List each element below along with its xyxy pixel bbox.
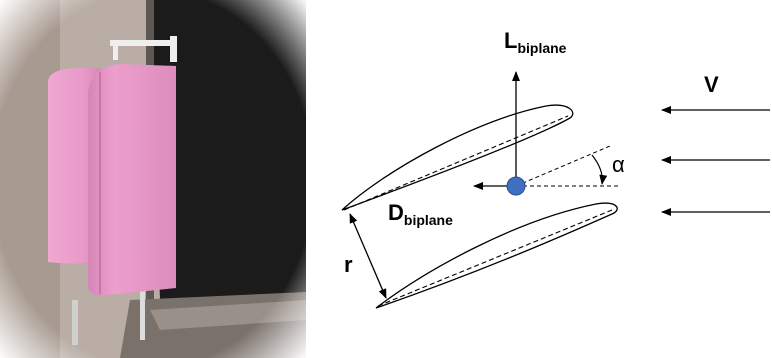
drag-label: Dbiplane xyxy=(388,200,453,228)
upper-chord-line xyxy=(343,115,569,211)
lower-chord-line xyxy=(377,209,613,307)
wind-tunnel-photo xyxy=(0,0,306,358)
angle-label: α xyxy=(612,152,625,177)
angle-arc xyxy=(591,154,608,185)
gap-label: r xyxy=(344,252,353,277)
chord-reference-line xyxy=(515,145,611,187)
pivot-point xyxy=(506,176,526,196)
gap-arrow xyxy=(349,213,387,299)
lift-label: Lbiplane xyxy=(504,28,567,56)
upper-airfoil xyxy=(341,104,574,211)
velocity-label: V xyxy=(704,72,719,97)
biplane-force-diagram: r Lbiplane Dbiplane α V xyxy=(341,28,770,309)
lower-airfoil xyxy=(375,202,618,309)
photo-vignette xyxy=(0,0,306,358)
